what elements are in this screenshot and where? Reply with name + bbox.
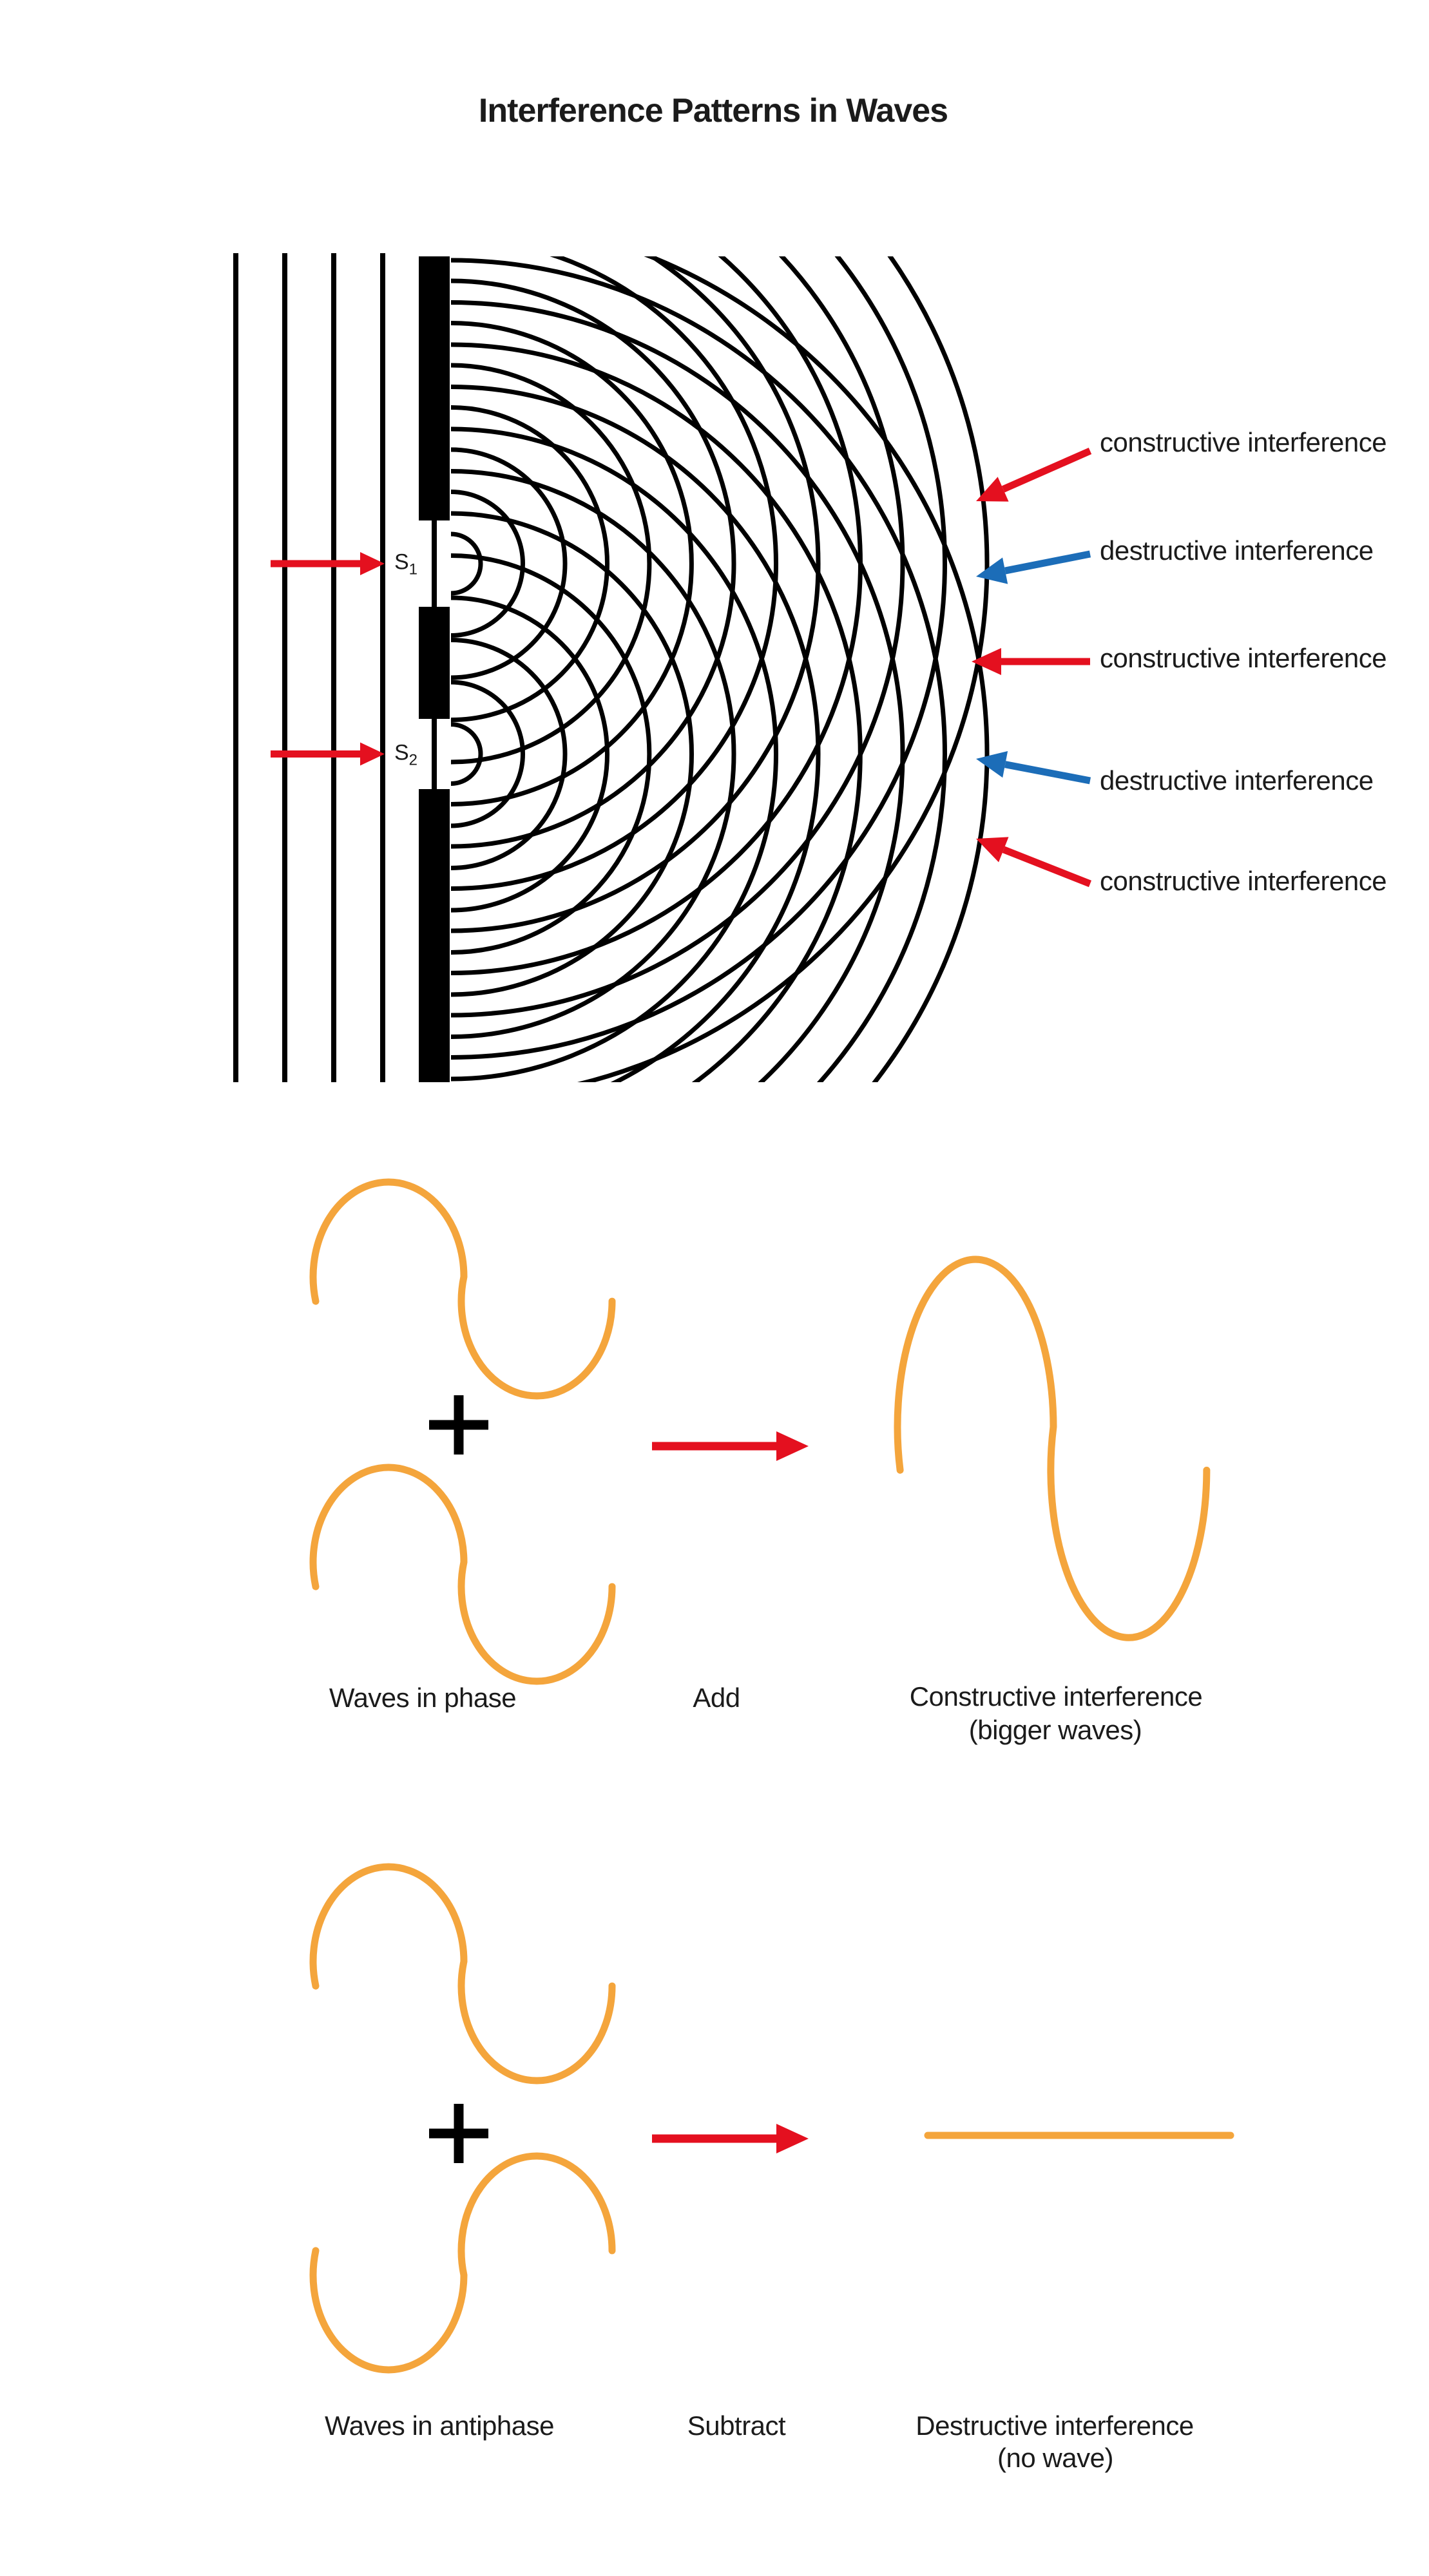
incoming-arrow-head (360, 552, 385, 575)
slit-label-s2-sub: 2 (408, 751, 418, 769)
circular-wavefront-arc (450, 256, 821, 933)
plus-signs (429, 1395, 488, 2163)
annotation-constructive-1: constructive interference (1100, 427, 1387, 457)
circular-wavefront-arc (450, 300, 905, 1082)
constructive-arrow-shaft (1002, 846, 1092, 888)
annotation-constructive-3: constructive interference (1100, 866, 1387, 896)
circular-wavefront-arc (450, 553, 652, 955)
label-bigger-waves: (bigger waves) (968, 1715, 1142, 1745)
circular-wavefront-arc (577, 256, 990, 1082)
barrier (419, 256, 450, 1082)
slit-label-s1-main: S (394, 549, 409, 575)
circular-wavefront-arc (450, 638, 568, 870)
slit-opening-bar (432, 520, 437, 607)
label-no-wave: (no wave) (997, 2443, 1113, 2473)
label-destructive-result: Destructive interference (916, 2410, 1194, 2441)
wave-symbol (309, 1178, 616, 1400)
incoming-wave-arrows (271, 552, 385, 766)
circular-wavefront-arc (450, 490, 525, 638)
slit-label-s1-sub: 1 (408, 560, 418, 578)
destructive-arrow-shaft (1004, 550, 1091, 575)
label-subtract: Subtract (687, 2410, 786, 2441)
destructive-arrow-shaft (1004, 761, 1091, 785)
circular-wavefront-arc (450, 363, 652, 765)
slit-label-s2: S2 (394, 741, 417, 770)
operation-arrows (652, 1431, 809, 2153)
constructive-arrow-head (976, 837, 1009, 863)
annotation-arrows (972, 447, 1092, 888)
label-waves-in-phase: Waves in phase (329, 1683, 517, 1713)
slit-label-s2-main: S (394, 740, 409, 765)
wave-symbols (309, 1178, 1211, 2374)
operation-arrow-head (776, 1431, 809, 1461)
circular-wavefront-arc (450, 256, 778, 891)
annotation-destructive-1: destructive interference (1100, 535, 1374, 566)
wave-symbol (309, 1863, 616, 2085)
label-waves-in-antiphase: Waves in antiphase (325, 2410, 554, 2441)
circular-wavefront-arc (450, 595, 609, 913)
circular-wavefront-arc (644, 256, 990, 1082)
destructive-arrow-head (976, 751, 1008, 778)
circular-wavefront-arc (450, 680, 525, 828)
wave-symbol (309, 1464, 616, 1685)
circular-wavefront-arc (450, 511, 694, 997)
operation-arrow-head (776, 2124, 809, 2153)
plane-wavefronts (233, 253, 385, 1082)
wave-antiphase-symbol (309, 2152, 616, 2374)
destructive-arrow-head (976, 557, 1008, 584)
slit-label-s1: S1 (394, 550, 417, 579)
circular-wavefront-arc (450, 722, 483, 786)
page-title: Interference Patterns in Waves (478, 92, 948, 129)
wave-symbol (894, 1255, 1211, 1641)
circular-wavefront-arc (450, 447, 568, 680)
circular-wavefront-arc (450, 426, 778, 1082)
constructive-arrow-head (976, 477, 1009, 502)
barrier-segment (419, 607, 450, 719)
circular-wavefront-arc (450, 405, 609, 722)
circular-wavefront-arc (450, 385, 821, 1082)
circular-wavefront-arc (450, 278, 736, 849)
barrier-segment (419, 256, 450, 520)
annotation-destructive-2: destructive interference (1100, 765, 1374, 796)
barrier-segment (419, 789, 450, 1082)
constructive-arrow-head (972, 648, 1001, 675)
circular-wavefront-arc (450, 469, 736, 1039)
circular-wavefront-arc (450, 258, 947, 1082)
label-constructive-result: Constructive interference (909, 1681, 1203, 1712)
circular-wavefront-arc (450, 531, 483, 596)
plus-sign (429, 2104, 488, 2163)
label-add: Add (693, 1683, 740, 1713)
constructive-arrow-shaft (1001, 447, 1092, 493)
incoming-arrow-head (360, 742, 385, 766)
annotation-constructive-2: constructive interference (1100, 643, 1387, 673)
plus-sign (429, 1395, 488, 1455)
circular-wavefront-arc (450, 342, 863, 1082)
circular-wavefront-arc (450, 256, 905, 1018)
circular-wavefront-arc (450, 256, 947, 1060)
circular-wavefronts (450, 256, 990, 1082)
slit-opening-bar (432, 719, 437, 789)
circular-wavefront-arc (450, 321, 694, 806)
